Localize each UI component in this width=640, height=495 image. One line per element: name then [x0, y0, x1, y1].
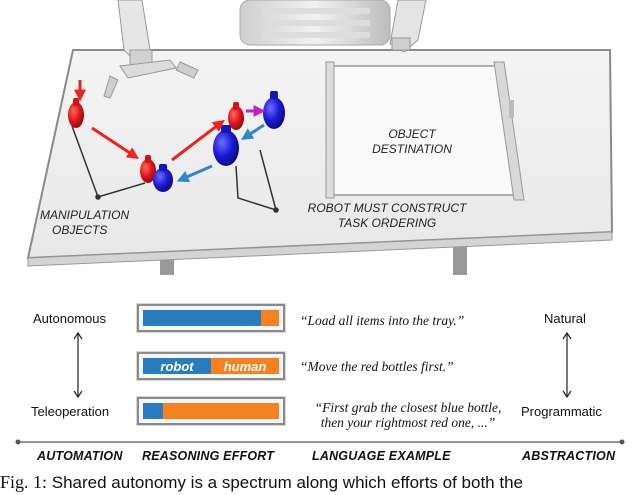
object-destination-line1: OBJECT — [388, 127, 436, 141]
spectrum-axis — [15, 439, 625, 445]
robot-must-line1: ROBOT MUST CONSTRUCT — [307, 201, 467, 215]
figure-caption: Fig. 1: Shared autonomy is a spectrum al… — [0, 472, 523, 493]
human-effort-segment — [261, 310, 279, 326]
natural-label: Natural — [544, 311, 586, 326]
autonomous-label: Autonomous — [33, 311, 106, 326]
blue-arrow — [240, 123, 265, 140]
red-arrow — [91, 126, 140, 159]
effort-bar-teleoperation — [137, 397, 285, 425]
pointer-lines — [71, 125, 279, 213]
left-robot-arm — [103, 0, 199, 99]
object-destination-label: OBJECT DESTINATION — [362, 127, 462, 157]
blue-bottle — [263, 91, 285, 129]
human-label: human — [223, 358, 267, 374]
manipulation-objects-line1: MANIPULATION — [40, 208, 130, 222]
figure-number: Fig. 1: — [0, 472, 48, 492]
human-effort-segment: human — [211, 358, 279, 374]
red-bottle — [140, 155, 156, 183]
programmatic-label: Programmatic — [521, 404, 602, 419]
red-bottle — [228, 102, 244, 130]
language-example-1: “Load all items into the tray.” — [300, 313, 465, 328]
robot-base — [239, 0, 391, 46]
effort-bar-middle: robot human — [137, 352, 285, 380]
robot-effort-segment: robot — [143, 358, 211, 374]
language-example-3-line2: then your rightmost red one, ...” — [320, 415, 496, 430]
spectrum-arrows — [73, 331, 572, 399]
manipulation-objects-label: MANIPULATION OBJECTS — [40, 208, 160, 238]
red-arrow — [171, 119, 225, 162]
robot-label: robot — [160, 358, 194, 374]
axis-title-automation: AUTOMATION — [37, 449, 123, 463]
blue-arrow — [176, 164, 213, 183]
axis-title-language-example: LANGUAGE EXAMPLE — [312, 449, 451, 463]
axis-title-abstraction: ABSTRACTION — [522, 449, 616, 463]
language-example-3: “First grab the closest blue bottle, the… — [297, 400, 519, 430]
right-robot-arm — [389, 0, 427, 53]
robot-table-scene — [26, 0, 614, 275]
manipulation-objects-line2: OBJECTS — [52, 223, 108, 237]
robot-must-label: ROBOT MUST CONSTRUCT TASK ORDERING — [287, 201, 487, 231]
robot-must-line2: TASK ORDERING — [337, 216, 437, 230]
language-example-2: “Move the red bottles first.” — [300, 359, 454, 374]
human-effort-segment — [163, 403, 279, 419]
task-arrows — [74, 80, 266, 183]
axis-title-reasoning-effort: REASONING EFFORT — [142, 449, 275, 463]
caption-text: Shared autonomy is a spectrum along whic… — [51, 473, 523, 492]
effort-bar-autonomous — [137, 304, 285, 332]
blue-bottles — [153, 91, 285, 192]
object-destination-line2: DESTINATION — [372, 142, 452, 156]
red-bottles — [68, 98, 244, 183]
robot-effort-segment — [143, 403, 164, 419]
blue-bottle — [153, 164, 173, 192]
robot-effort-segment — [143, 310, 262, 326]
language-example-3-line1: “First grab the closest blue bottle, — [314, 400, 502, 415]
object-destination-tray — [325, 61, 525, 201]
teleoperation-label: Teleoperation — [31, 404, 110, 419]
